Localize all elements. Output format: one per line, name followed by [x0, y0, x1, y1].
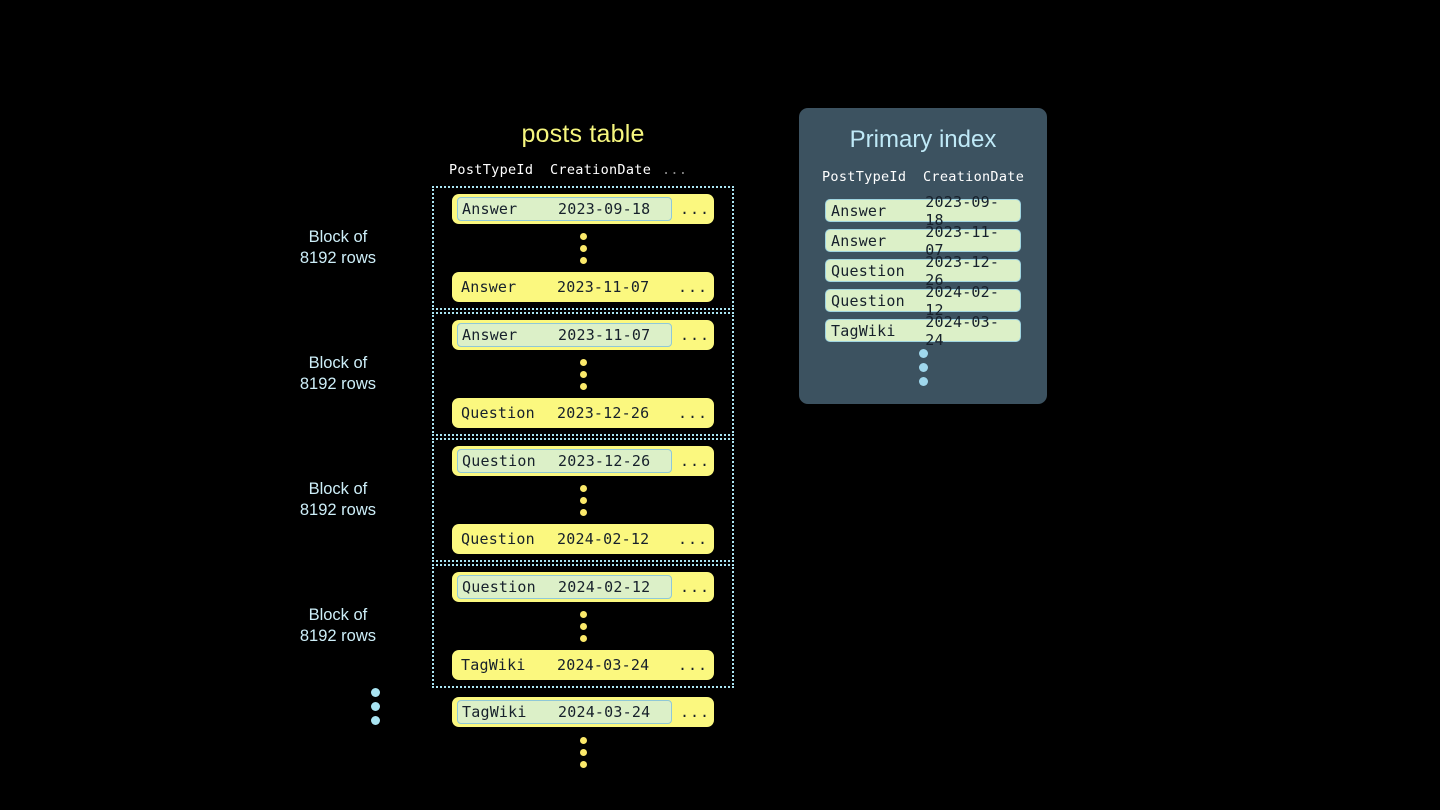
index-column-header-creationdate: CreationDate — [923, 169, 1025, 185]
table-trailing-ellipsis-icon — [432, 727, 734, 776]
row-cells: Question 2024-02-12 — [457, 527, 670, 551]
index-cell-posttypeid: Question — [831, 291, 905, 310]
row-highlight-box: Answer 2023-09-18 — [457, 197, 672, 221]
index-cell-creationdate: 2024-02-12 — [925, 282, 1000, 319]
cell-creationdate: 2023-11-07 — [557, 278, 650, 296]
cell-ellipsis: ... — [678, 530, 709, 548]
index-cell-creationdate: 2023-12-26 — [925, 252, 1000, 289]
posts-table-column-headers: PostTypeId CreationDate ... — [432, 162, 734, 186]
block-2-label: Block of 8192 rows — [299, 354, 376, 393]
block-1: Block of 8192 rows Answer 2023-09-18 ...… — [300, 186, 734, 310]
column-header-creationdate: CreationDate — [550, 162, 652, 178]
block-2: Block of 8192 rows Answer 2023-11-07 ...… — [300, 312, 734, 436]
cell-ellipsis: ... — [680, 200, 711, 218]
row-cells: Question 2023-12-26 — [457, 401, 670, 425]
index-cell-posttypeid: Answer — [831, 201, 887, 220]
table-row: TagWiki 2024-03-24 ... — [452, 650, 714, 680]
cell-posttypeid: TagWiki — [462, 703, 527, 721]
cell-creationdate: 2023-12-26 — [558, 452, 651, 470]
cell-ellipsis: ... — [680, 326, 711, 344]
table-row: Answer 2023-11-07 ... — [452, 272, 714, 302]
primary-index-title: Primary index — [849, 126, 997, 153]
cell-posttypeid: Question — [462, 578, 536, 596]
vertical-ellipsis-icon — [434, 602, 732, 650]
block-4-label: Block of 8192 rows — [299, 606, 376, 645]
row-highlight-box: TagWiki 2024-03-24 — [457, 700, 672, 724]
index-cell-creationdate: 2023-09-18 — [925, 192, 1000, 229]
index-row: Question 2024-02-12 — [825, 283, 1021, 319]
cell-posttypeid: Answer — [462, 200, 518, 218]
block-4: Block of 8192 rows Question 2024-02-12 .… — [300, 564, 734, 688]
cell-ellipsis: ... — [680, 703, 711, 721]
index-cell-creationdate: 2023-11-07 — [925, 222, 1000, 259]
block-1-label: Block of 8192 rows — [299, 228, 376, 267]
table-row: Answer 2023-11-07 ... — [452, 320, 714, 350]
cell-posttypeid: Question — [461, 404, 535, 422]
posts-table-title: posts table — [521, 120, 645, 148]
index-row: Answer 2023-11-07 — [825, 223, 1021, 259]
index-cell-posttypeid: TagWiki — [831, 321, 896, 340]
index-row: Answer 2023-09-18 — [825, 193, 1021, 229]
table-row: Question 2024-02-12 ... — [452, 572, 714, 602]
table-row: Question 2024-02-12 ... — [452, 524, 714, 554]
row-highlight-box: Question 2023-12-26 — [457, 449, 672, 473]
block-3: Block of 8192 rows Question 2023-12-26 .… — [300, 438, 734, 562]
posts-table-diagram: posts table PostTypeId CreationDate ... … — [300, 120, 734, 776]
cell-posttypeid: Question — [461, 530, 535, 548]
cell-ellipsis: ... — [680, 452, 711, 470]
index-column-header-posttypeid: PostTypeId — [822, 169, 907, 185]
cell-creationdate: 2023-09-18 — [558, 200, 651, 218]
row-cells: Answer 2023-11-07 — [457, 275, 670, 299]
table-row: Question 2023-12-26 ... — [452, 398, 714, 428]
cell-ellipsis: ... — [678, 404, 709, 422]
cell-posttypeid: Question — [462, 452, 536, 470]
vertical-ellipsis-icon — [434, 224, 732, 272]
cell-creationdate: 2023-12-26 — [557, 404, 650, 422]
cell-creationdate: 2024-03-24 — [558, 703, 651, 721]
row-cells: TagWiki 2024-03-24 — [457, 653, 670, 677]
cell-posttypeid: TagWiki — [461, 656, 526, 674]
column-header-ellipsis: ... — [662, 162, 688, 178]
cell-posttypeid: Answer — [461, 278, 517, 296]
table-row: Question 2023-12-26 ... — [452, 446, 714, 476]
row-highlight-box: Question 2024-02-12 — [457, 575, 672, 599]
index-row: Question 2023-12-26 — [825, 253, 1021, 289]
primary-index-panel: Primary index PostTypeId CreationDate An… — [799, 108, 1047, 404]
index-trailing-ellipsis-icon — [799, 349, 1047, 386]
cell-ellipsis: ... — [680, 578, 711, 596]
index-cell-posttypeid: Answer — [831, 231, 887, 250]
primary-index-column-headers: PostTypeId CreationDate — [799, 169, 1047, 185]
cell-creationdate: 2023-11-07 — [558, 326, 651, 344]
blocks-trailing-ellipsis-icon — [371, 688, 380, 725]
cell-ellipsis: ... — [678, 278, 709, 296]
column-header-posttypeid: PostTypeId — [449, 162, 534, 178]
cell-creationdate: 2024-02-12 — [557, 530, 650, 548]
index-row: TagWiki 2024-03-24 — [825, 313, 1021, 349]
index-cell-creationdate: 2024-03-24 — [925, 312, 1000, 349]
cell-posttypeid: Answer — [462, 326, 518, 344]
cell-ellipsis: ... — [678, 656, 709, 674]
block-3-label: Block of 8192 rows — [299, 480, 376, 519]
table-row: Answer 2023-09-18 ... — [452, 194, 714, 224]
vertical-ellipsis-icon — [434, 350, 732, 398]
cell-creationdate: 2024-02-12 — [558, 578, 651, 596]
table-row-trailing: TagWiki 2024-03-24 ... — [452, 697, 714, 727]
cell-creationdate: 2024-03-24 — [557, 656, 650, 674]
row-highlight-box: Answer 2023-11-07 — [457, 323, 672, 347]
index-cell-posttypeid: Question — [831, 261, 905, 280]
vertical-ellipsis-icon — [434, 476, 732, 524]
